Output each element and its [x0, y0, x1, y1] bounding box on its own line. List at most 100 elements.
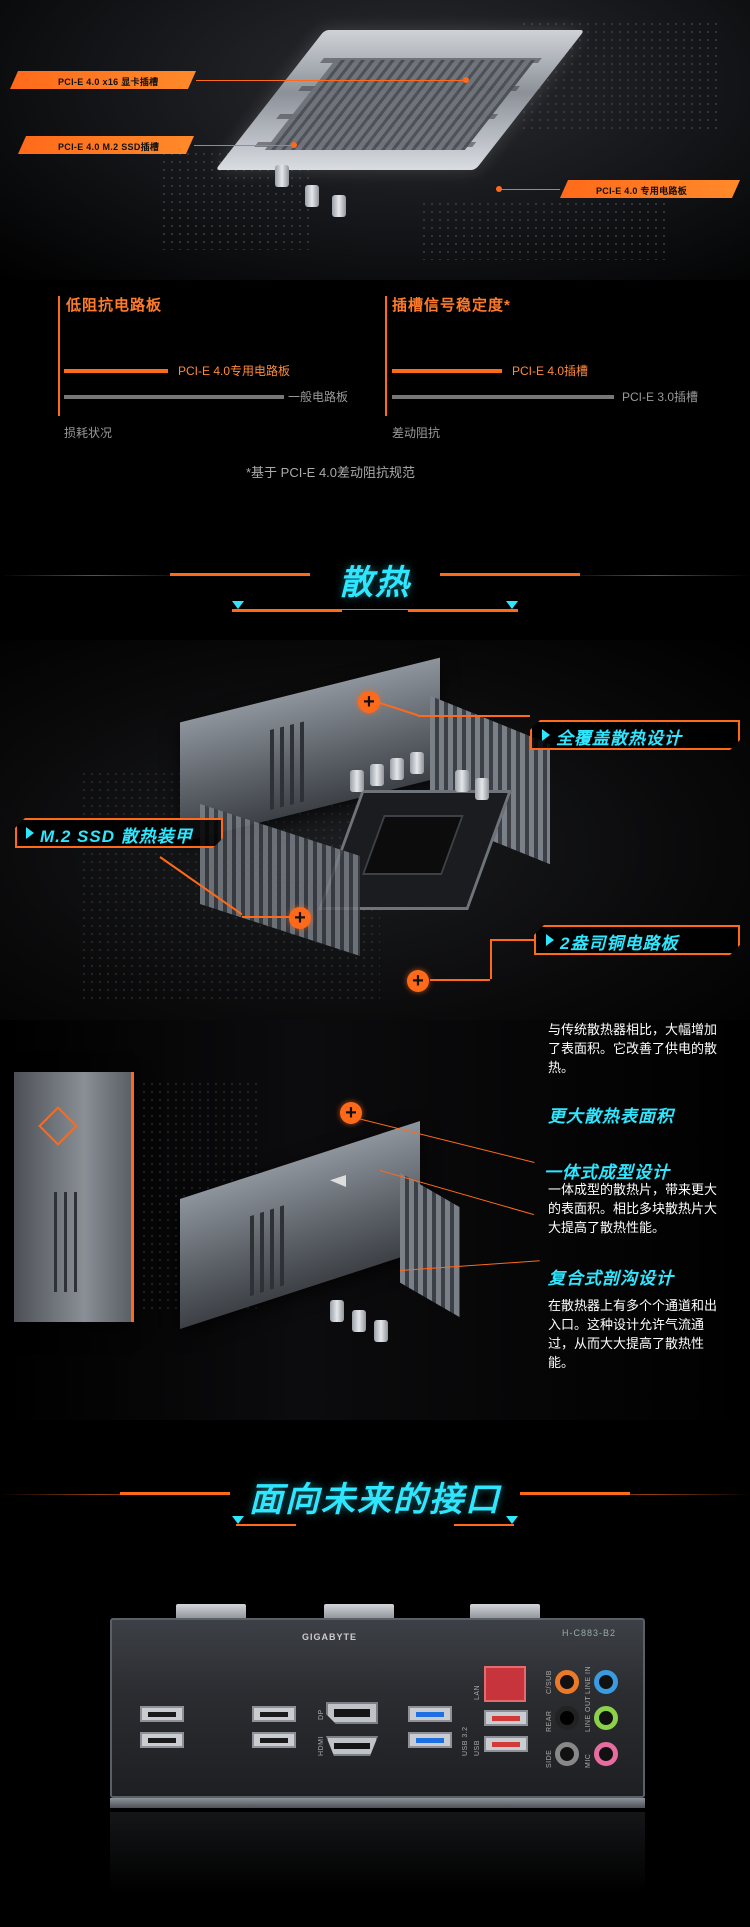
io-cover: [14, 1072, 134, 1322]
axis-line: [58, 296, 60, 416]
feature-body-2: 一体成型的散热片，带来更大的表面积。相比多块散热片大大提高了散热性能。: [548, 1182, 718, 1235]
io-title: 面向未来的接口: [249, 1481, 501, 1519]
audio-jack-black[interactable]: [555, 1706, 579, 1730]
port-label-lineout: LINE OUT: [585, 1695, 592, 1732]
plus-icon[interactable]: +: [289, 907, 311, 929]
cyan-triangle-icon: [232, 1516, 244, 1524]
leader-dot: [496, 186, 502, 192]
frame-line: [170, 573, 310, 576]
port-label-hdmi: HDMI: [318, 1736, 325, 1756]
hdmi-port[interactable]: [326, 1736, 378, 1756]
heat-heading: 散热: [0, 545, 750, 625]
capacitor: [332, 195, 346, 217]
axis-line: [385, 296, 387, 416]
tag-pcie-x16-label: PCI-E 4.0 x16 显卡插槽: [58, 77, 159, 87]
heatsink-callouts: + + + 全覆盖散热设计 M.2 SSD 散热装甲 2盎司铜电路板: [0, 640, 750, 1020]
bar-left-secondary: [64, 395, 284, 399]
plus-icon[interactable]: +: [358, 691, 380, 713]
frame-line: [440, 573, 580, 576]
usb-3-port[interactable]: [408, 1732, 452, 1748]
model-label: H-C883-B2: [562, 1628, 617, 1638]
comparison-section: 低阻抗电路板 PCI-E 4.0专用电路板 一般电路板 损耗状况 插槽信号稳定度…: [0, 280, 750, 500]
cmp-left-axis-label: 损耗状况: [64, 426, 113, 440]
port-label-usb32: USB 3.2: [462, 1726, 469, 1756]
usb-port[interactable]: [140, 1732, 184, 1748]
brand-label: GIGABYTE: [302, 1632, 358, 1642]
plus-icon[interactable]: +: [340, 1102, 362, 1124]
usb-port[interactable]: [140, 1706, 184, 1722]
cyan-triangle-icon: [546, 934, 554, 946]
io-reflection: [110, 1812, 645, 1892]
displayport-port[interactable]: [326, 1702, 378, 1724]
leader-line: [194, 145, 294, 146]
leader-dot: [463, 77, 469, 83]
audio-jack-orange[interactable]: [555, 1670, 579, 1694]
leader-dot: [291, 142, 297, 148]
cyan-triangle-icon: [26, 827, 34, 839]
io-heading: 面向未来的接口: [0, 1452, 750, 1532]
port-label-side: SIDE: [546, 1749, 553, 1768]
audio-jack-gray[interactable]: [555, 1742, 579, 1766]
port-label-lan: LAN: [474, 1684, 481, 1700]
callout-copper-pcb: [534, 925, 740, 955]
usb-red-port[interactable]: [484, 1736, 528, 1752]
usb-3-port[interactable]: [408, 1706, 452, 1722]
callout-full-coverage: [530, 720, 740, 750]
callout-copper-pcb-label: 2盎司铜电路板: [560, 934, 679, 953]
cyan-triangle-icon: [506, 601, 518, 609]
tag-pcie-board: [560, 180, 740, 198]
bar-right-primary: [392, 369, 502, 373]
tag-pcie-x16: [10, 71, 196, 89]
bar-right-secondary: [392, 395, 614, 399]
cmp-left-primary-label: PCI-E 4.0专用电路板: [178, 364, 291, 378]
audio-jack-lime[interactable]: [594, 1706, 618, 1730]
leader-line: [500, 189, 560, 190]
cyan-triangle-icon: [232, 601, 244, 609]
lan-port[interactable]: [484, 1666, 526, 1702]
callout-m2-armor: [15, 818, 223, 848]
tag-pcie-board-label: PCI-E 4.0 专用电路板: [596, 186, 688, 196]
usb-port[interactable]: [252, 1706, 296, 1722]
port-label-csub: C/SUB: [546, 1670, 553, 1694]
leader-line: [196, 80, 466, 81]
frame-line: [232, 609, 342, 612]
cmp-right-title: 插槽信号稳定度*: [392, 297, 511, 314]
io-rail: [110, 1798, 645, 1808]
usb-port[interactable]: [252, 1732, 296, 1748]
frame-line: [520, 1492, 630, 1495]
capacitor: [275, 165, 289, 187]
port-label-linein: LINE IN: [585, 1665, 592, 1694]
callout-full-coverage-label: 全覆盖散热设计: [556, 729, 682, 748]
feature-body-3: 在散热器上有多个个通道和出入口。这种设计允许气流通过，从而大大提高了散热性能。: [548, 1298, 718, 1370]
feature-title-1: 更大散热表面积: [548, 1107, 674, 1126]
audio-jack-pink[interactable]: [594, 1742, 618, 1766]
board-texture: [420, 200, 670, 260]
feature-section: + 与传统散热器相比，大幅增加了表面积。它改善了供电的散热。 更大散热表面积 一…: [0, 1020, 750, 1420]
feature-title-2: 一体式成型设计: [544, 1163, 670, 1182]
feature-intro: 与传统散热器相比，大幅增加了表面积。它改善了供电的散热。: [548, 1022, 718, 1075]
audio-jack-blue[interactable]: [594, 1670, 618, 1694]
callout-m2-armor-label: M.2 SSD 散热装甲: [40, 827, 193, 846]
frame-line: [120, 1492, 230, 1495]
usb-red-port[interactable]: [484, 1710, 528, 1726]
triangle-icon: [330, 1175, 346, 1193]
cmp-left-secondary-label: 一般电路板: [288, 390, 349, 404]
io-panel-section: GIGABYTE H-C883-B2 DP HDMI USB 3.2 LAN U…: [0, 1560, 750, 1927]
tag-m2-slot-label: PCI-E 4.0 M.2 SSD插槽: [58, 142, 160, 152]
cmp-right-primary-label: PCI-E 4.0插槽: [512, 364, 589, 378]
port-label-rear: REAR: [546, 1710, 553, 1732]
tag-m2-slot: [18, 136, 194, 154]
cyan-triangle-icon: [506, 1516, 518, 1524]
plus-icon[interactable]: +: [407, 970, 429, 992]
cmp-left-title: 低阻抗电路板: [66, 297, 163, 314]
feature-title-3: 复合式剖沟设计: [548, 1269, 674, 1288]
bar-left-primary: [64, 369, 168, 373]
port-label-mic: MIC: [585, 1753, 592, 1768]
cyan-triangle-icon: [542, 729, 550, 741]
port-label-dp: DP: [318, 1709, 325, 1720]
port-label-usb: USB: [474, 1740, 481, 1756]
cmp-right-secondary-label: PCI-E 3.0插槽: [622, 390, 699, 404]
pcie-slot-photo: PCI-E 4.0 x16 显卡插槽 PCI-E 4.0 M.2 SSD插槽 P…: [0, 0, 750, 280]
comparison-footnote: *基于 PCI-E 4.0差动阻抗规范: [246, 465, 416, 480]
heat-title: 散热: [339, 564, 411, 602]
